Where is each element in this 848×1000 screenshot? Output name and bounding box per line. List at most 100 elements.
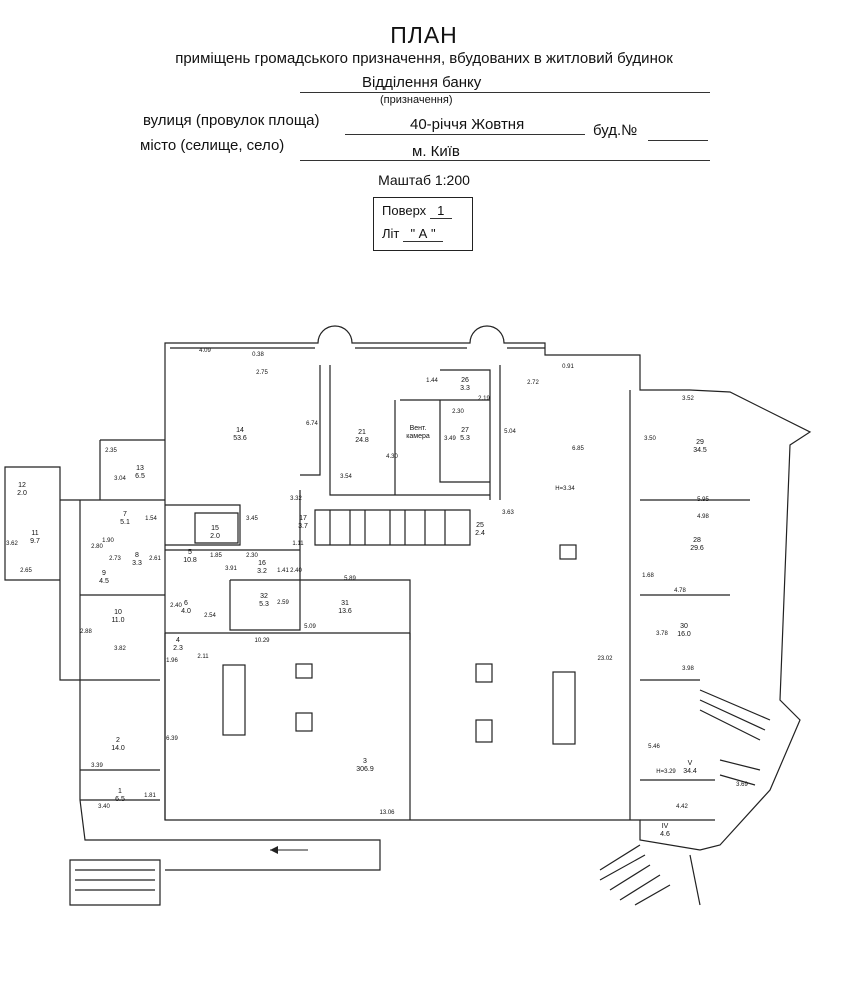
street-label: вулиця (провулок площа) [143, 112, 320, 129]
dim: 4.98 [697, 514, 709, 520]
dim: 4.42 [676, 804, 688, 810]
dim: 0.38 [252, 352, 264, 358]
purpose-caption: (призначення) [380, 94, 453, 106]
dim: 1.44 [426, 378, 438, 384]
street-underline [345, 134, 585, 135]
dim: 10.29 [254, 638, 270, 644]
room-4-num: 4 [176, 637, 180, 644]
room-v-area: 34.4 [683, 768, 697, 775]
dim: 2.30 [452, 409, 464, 415]
dim: 2.35 [105, 448, 117, 454]
dim: 1.68 [642, 573, 654, 579]
dim: 3.98 [682, 666, 694, 672]
room-28-area: 29.6 [690, 545, 704, 552]
room-26-area: 3.3 [460, 385, 470, 392]
dim: 23.02 [597, 656, 613, 662]
room-8-num: 8 [135, 552, 139, 559]
dim: 2.65 [20, 568, 32, 574]
room-vent-num: Вент. [410, 425, 427, 432]
room-13-area: 6.5 [135, 473, 145, 480]
dim: 1.11 [292, 541, 304, 547]
dim: 4.30 [386, 454, 398, 460]
room-12-num: 12 [18, 482, 26, 489]
room-32-area: 5.3 [259, 601, 269, 608]
dim: 5.89 [344, 576, 356, 582]
room-31-num: 31 [341, 600, 349, 607]
dim: 3.62 [6, 541, 18, 547]
room-11-area: 9.7 [30, 538, 40, 545]
dim: 1.54 [145, 516, 157, 522]
letter-value: " А " [403, 226, 443, 242]
room-3-area: 306.9 [356, 766, 374, 773]
plan-subtitle: приміщень громадського призначення, вбуд… [175, 50, 673, 67]
dim: 2.30 [246, 553, 258, 559]
room-31-area: 13.6 [338, 608, 352, 615]
room-14-num: 14 [236, 427, 244, 434]
dim: 3.82 [114, 646, 126, 652]
room-27-area: 5.3 [460, 435, 470, 442]
dim: 2.73 [109, 556, 121, 562]
room-9-area: 4.5 [99, 578, 109, 585]
dim: 3.45 [246, 516, 258, 522]
room-7-area: 5.1 [120, 519, 130, 526]
room-10-num: 10 [114, 609, 122, 616]
room-25-num: 25 [476, 522, 484, 529]
room-iv-area: 4.6 [660, 831, 670, 838]
room-6-num: 6 [184, 600, 188, 607]
room-1-num: 1 [118, 788, 122, 795]
room-30-area: 16.0 [677, 631, 691, 638]
dim: 6.74 [306, 421, 318, 427]
dim: 3.49 [444, 436, 456, 442]
room-25-area: 2.4 [475, 530, 485, 537]
room-16-num: 16 [258, 560, 266, 567]
dim: H=3.29 [656, 769, 676, 775]
room-11-num: 11 [31, 530, 38, 537]
dim: 5.46 [648, 744, 660, 750]
room-27-num: 27 [461, 427, 469, 434]
dim: 3.32 [290, 496, 302, 502]
dim: 3.50 [644, 436, 656, 442]
plan-title: ПЛАН [390, 22, 458, 48]
dim: 2.72 [527, 380, 539, 386]
room-32-num: 32 [260, 593, 268, 600]
room-4-area: 2.3 [173, 645, 183, 652]
room-21-num: 21 [358, 429, 366, 436]
city-value: м. Київ [412, 143, 460, 160]
room-15-area: 2.0 [210, 533, 220, 540]
dim: 1.85 [210, 553, 222, 559]
room-17-area: 3.7 [298, 523, 308, 530]
purpose-value: Відділення банку [362, 74, 482, 91]
room-29-num: 29 [696, 439, 704, 446]
dim: 2.40 [290, 568, 302, 574]
dim: 2.75 [256, 370, 268, 376]
room-5-num: 5 [188, 549, 192, 556]
dimension-labels: 4.09 0.38 2.75 6.74 1.44 2.19 2.30 3.49 … [6, 348, 748, 816]
dim: 3.69 [736, 782, 748, 788]
floor-line: Поверх 1 [382, 203, 452, 219]
room-2-area: 14.0 [111, 745, 125, 752]
dim: 1.90 [102, 538, 114, 544]
dim: 2.80 [91, 544, 103, 550]
room-10-area: 11.0 [111, 617, 124, 624]
city-label: місто (селище, село) [140, 137, 285, 154]
room-vent-area: камера [406, 433, 430, 440]
building-underline [648, 140, 708, 141]
room-13-num: 13 [136, 465, 144, 472]
room-17-num: 17 [299, 515, 307, 522]
dim: H=3.34 [555, 486, 575, 492]
dim: 2.59 [277, 600, 289, 606]
dim: 3.78 [656, 631, 668, 637]
room-v-num: V [688, 760, 693, 767]
building-label: буд.№ [593, 122, 638, 139]
room-9-num: 9 [102, 570, 106, 577]
room-2-num: 2 [116, 737, 120, 744]
purpose-underline [300, 92, 710, 93]
letter-line: Літ " А " [382, 226, 443, 242]
room-labels: 14 53.6 21 24.8 26 3.3 27 5.3 Вент. каме… [17, 377, 707, 838]
entrance-arrow [270, 846, 308, 854]
room-5-area: 10.8 [183, 557, 197, 564]
dim: 3.91 [225, 566, 237, 572]
dim: 3.52 [682, 396, 694, 402]
room-28-num: 28 [693, 537, 701, 544]
